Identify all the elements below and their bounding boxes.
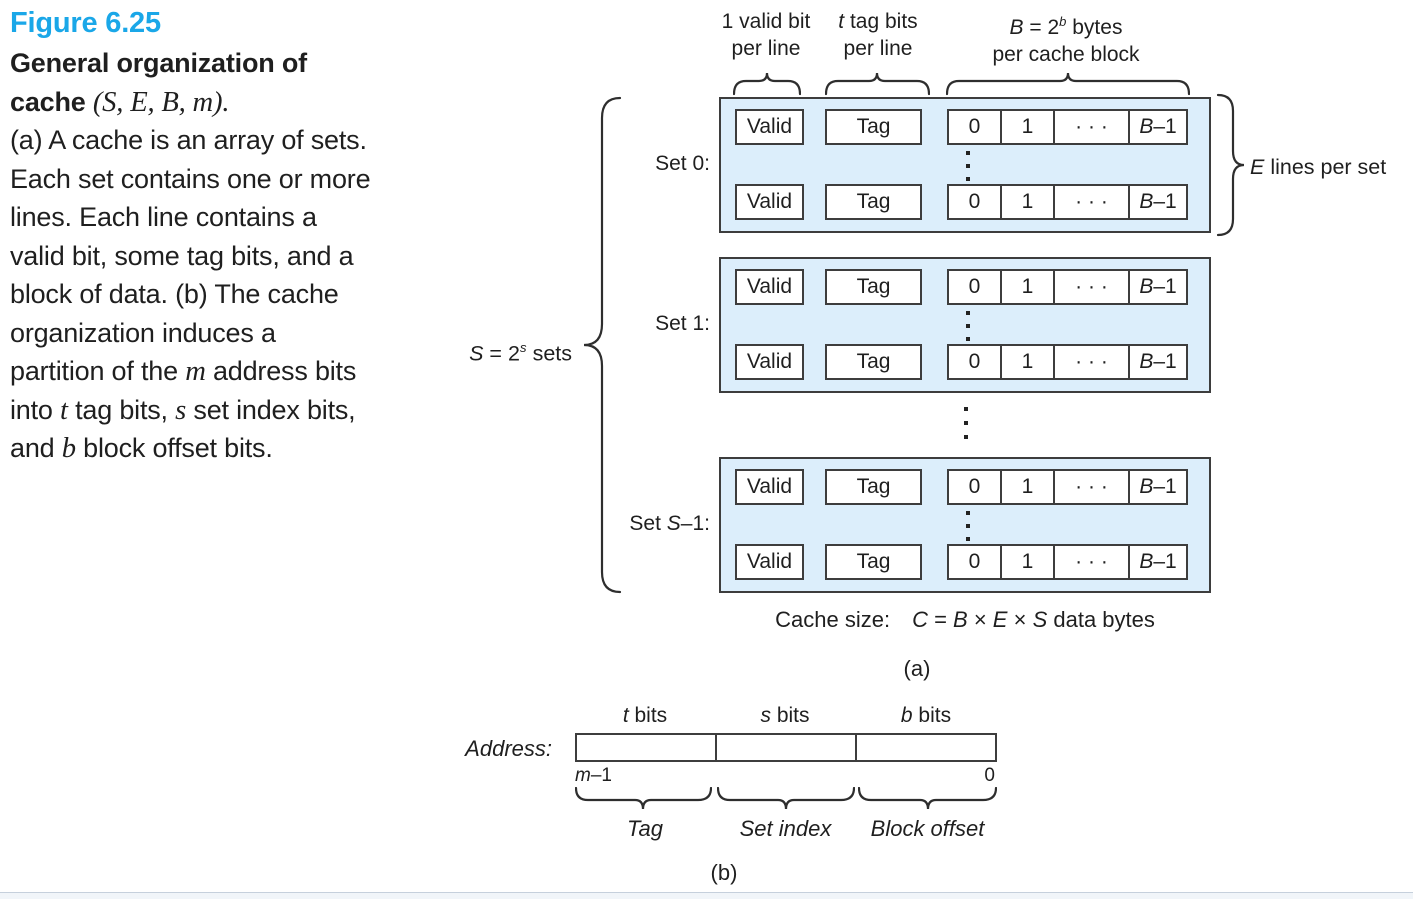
byte-cell-1: 1 bbox=[1000, 111, 1053, 143]
valid-cell: Valid bbox=[735, 269, 804, 305]
byte-cell-0: 0 bbox=[968, 475, 981, 498]
valid-cell: Valid bbox=[735, 469, 804, 505]
low-bit-index: 0 bbox=[984, 765, 995, 786]
vertical-ellipsis-icon bbox=[966, 311, 970, 341]
tag-bits-column-label: t tag bits per line bbox=[838, 10, 918, 60]
vertical-ellipsis-icon bbox=[966, 511, 970, 541]
figure-caption: Figure 6.25 General organization of cach… bbox=[10, 5, 376, 468]
byte-cell-ellipsis: · · · bbox=[1053, 111, 1128, 143]
byte-cell-last: B–1 bbox=[1128, 546, 1186, 578]
overbrace-block-icon bbox=[946, 72, 1190, 96]
high-bit-index: m–1 bbox=[575, 765, 612, 786]
byte-cell-0: 0 bbox=[968, 115, 981, 138]
set-s-1-box: Valid Tag 0 1 · · · B–1 Valid Tag 0 1 · … bbox=[719, 457, 1211, 593]
sets-brace-icon bbox=[583, 96, 622, 594]
byte-cell-1: 1 bbox=[1000, 271, 1053, 303]
vertical-ellipsis-icon bbox=[964, 407, 968, 439]
tag-cell: Tag bbox=[825, 344, 922, 380]
overbrace-tag-icon bbox=[825, 72, 930, 96]
byte-cell-ellipsis: · · · bbox=[1053, 271, 1128, 303]
block-offset-field-label: Block offset bbox=[870, 816, 985, 841]
s-bits-label: s bits bbox=[760, 704, 810, 727]
caption-body: (a) A cache is an array of sets. Each se… bbox=[10, 125, 371, 464]
set-s-1-label: Set S–1: bbox=[629, 512, 710, 535]
set-0-label: Set 0: bbox=[655, 152, 710, 175]
byte-cell-1: 1 bbox=[1000, 546, 1053, 578]
b-bits-label: b bits bbox=[900, 704, 952, 727]
byte-cell-ellipsis: · · · bbox=[1053, 186, 1128, 218]
t-bits-label: t bits bbox=[622, 704, 668, 727]
block-cells: 0 1 · · · B–1 bbox=[947, 269, 1188, 305]
underbrace-tag-icon bbox=[575, 787, 712, 810]
byte-cell-last: B–1 bbox=[1128, 111, 1186, 143]
tag-cell: Tag bbox=[825, 544, 922, 580]
tag-cell: Tag bbox=[825, 469, 922, 505]
byte-cell-last: B–1 bbox=[1128, 471, 1186, 503]
byte-cell-last: B–1 bbox=[1128, 346, 1186, 378]
byte-cell-last: B–1 bbox=[1128, 271, 1186, 303]
cache-size-formula: Cache size: C = B × E × S data bytes bbox=[775, 607, 1155, 632]
byte-cell-ellipsis: · · · bbox=[1053, 471, 1128, 503]
tag-cell: Tag bbox=[825, 269, 922, 305]
lines-per-set-label: E lines per set bbox=[1250, 155, 1387, 179]
byte-cell-0: 0 bbox=[968, 350, 981, 373]
block-cells: 0 1 · · · B–1 bbox=[947, 544, 1188, 580]
subfigure-a-label: (a) bbox=[903, 656, 931, 681]
set-0-box: Valid Tag 0 1 · · · B–1 Valid Tag 0 1 · … bbox=[719, 97, 1211, 233]
byte-cell-0: 0 bbox=[968, 550, 981, 573]
valid-bit-column-label: 1 valid bit per line bbox=[721, 10, 811, 60]
caption-heading: General organization of cache (S, E, B, … bbox=[10, 48, 307, 118]
set-1-label: Set 1: bbox=[655, 312, 710, 335]
tag-field-label: Tag bbox=[627, 816, 663, 841]
set-1-box: Valid Tag 0 1 · · · B–1 Valid Tag 0 1 · … bbox=[719, 257, 1211, 393]
address-box bbox=[575, 733, 997, 762]
byte-cell-1: 1 bbox=[1000, 346, 1053, 378]
tag-cell: Tag bbox=[825, 109, 922, 145]
byte-cell-0: 0 bbox=[968, 275, 981, 298]
address-field-divider bbox=[855, 735, 857, 760]
byte-cell-1: 1 bbox=[1000, 186, 1053, 218]
valid-cell: Valid bbox=[735, 544, 804, 580]
block-cells: 0 1 · · · B–1 bbox=[947, 109, 1188, 145]
byte-cell-last: B–1 bbox=[1128, 186, 1186, 218]
valid-cell: Valid bbox=[735, 184, 804, 220]
vertical-ellipsis-icon bbox=[966, 151, 970, 181]
bytes-per-block-column-label: B = 2b bytes per cache block bbox=[992, 14, 1140, 67]
block-cells: 0 1 · · · B–1 bbox=[947, 469, 1188, 505]
num-sets-label: S = 2s sets bbox=[469, 340, 572, 366]
page-bottom-rule bbox=[0, 892, 1413, 899]
byte-cell-1: 1 bbox=[1000, 471, 1053, 503]
byte-cell-0: 0 bbox=[968, 190, 981, 213]
underbrace-set-index-icon bbox=[717, 787, 855, 810]
valid-cell: Valid bbox=[735, 344, 804, 380]
address-field-divider bbox=[715, 735, 717, 760]
valid-cell: Valid bbox=[735, 109, 804, 145]
byte-cell-ellipsis: · · · bbox=[1053, 546, 1128, 578]
figure-number: Figure 6.25 bbox=[10, 7, 161, 39]
underbrace-block-offset-icon bbox=[858, 787, 997, 810]
overbrace-valid-icon bbox=[733, 72, 801, 96]
block-cells: 0 1 · · · B–1 bbox=[947, 344, 1188, 380]
block-cells: 0 1 · · · B–1 bbox=[947, 184, 1188, 220]
subfigure-b-label: (b) bbox=[710, 860, 738, 885]
byte-cell-ellipsis: · · · bbox=[1053, 346, 1128, 378]
set-index-field-label: Set index bbox=[739, 816, 832, 841]
address-label: Address: bbox=[465, 736, 552, 761]
tag-cell: Tag bbox=[825, 184, 922, 220]
lines-per-set-brace-icon bbox=[1216, 93, 1245, 237]
